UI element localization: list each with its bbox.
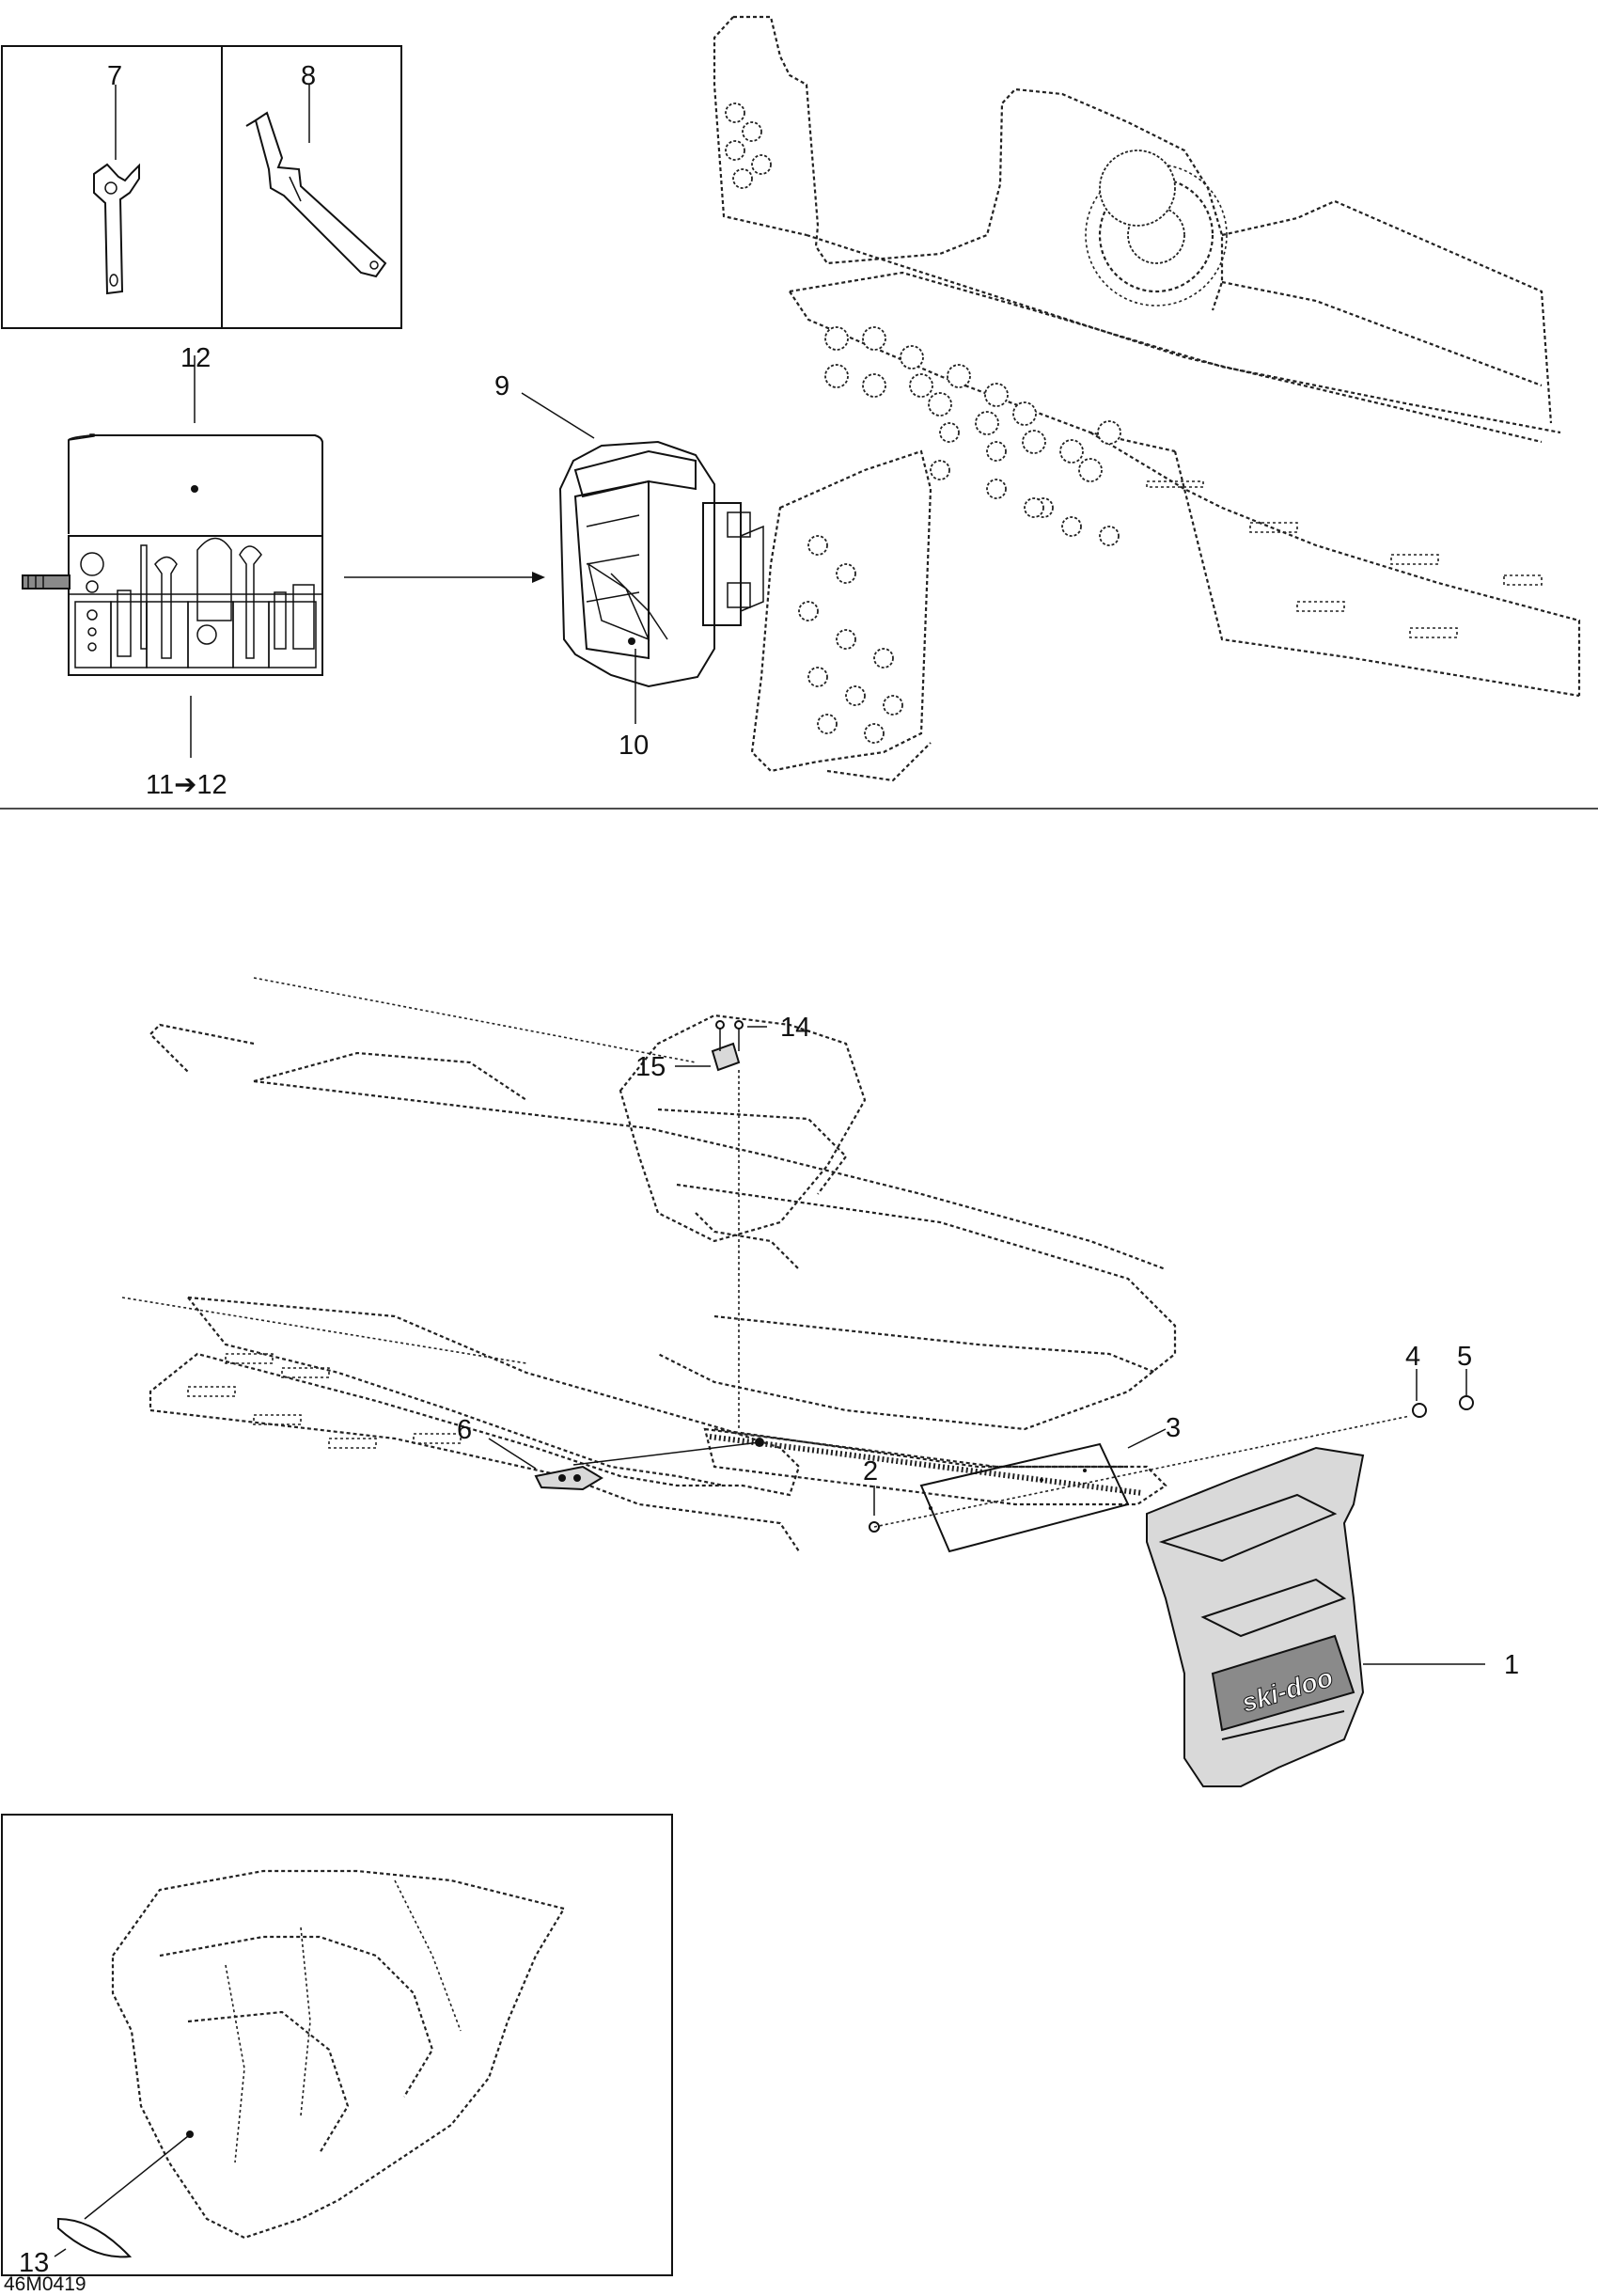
chassis-hole <box>939 422 960 443</box>
chassis-hole <box>975 411 999 435</box>
chassis-hole <box>725 140 745 161</box>
callout-14: 14 <box>780 1013 810 1043</box>
chassis-hole <box>984 383 1009 407</box>
snow-flap-illustration: ski-doo <box>1146 1446 1485 1787</box>
chassis-hole <box>873 648 894 668</box>
chassis-hole <box>824 326 849 351</box>
hood-inset-box <box>1 1814 673 2276</box>
plate-illustration <box>873 1415 1411 1553</box>
callout-1: 1 <box>1504 1650 1519 1680</box>
chassis-hole <box>1012 401 1037 426</box>
chassis-illustration <box>713 15 1581 782</box>
chassis-hole <box>986 479 1007 499</box>
fastener-illustration <box>675 1020 767 1429</box>
callout-8: 8 <box>301 61 316 91</box>
chassis-hole <box>928 392 952 417</box>
chassis-hole <box>947 364 971 388</box>
callout-4: 4 <box>1405 1342 1420 1372</box>
callout-11-12: 11➔12 <box>146 770 227 800</box>
chassis-hole <box>1078 458 1103 482</box>
chassis-hole <box>986 441 1007 462</box>
chassis-hole <box>824 364 849 388</box>
chassis-hole <box>883 695 903 716</box>
chassis-hole <box>862 373 886 398</box>
spanner-wrench-illustration <box>93 85 140 295</box>
callout-15: 15 <box>635 1052 666 1082</box>
tools-inset-box <box>1 45 402 329</box>
chassis-hole <box>836 563 856 584</box>
chassis-hole <box>1022 430 1046 454</box>
chassis-hole <box>864 723 885 744</box>
chassis-hole <box>845 685 866 706</box>
callout-10: 10 <box>619 731 649 761</box>
chassis-hole <box>725 102 745 123</box>
callout-6: 6 <box>457 1415 472 1445</box>
chassis-hole <box>817 714 838 734</box>
callout-13: 13 <box>19 2248 49 2278</box>
chassis-hole <box>1097 420 1121 445</box>
callout-12-top: 12 <box>180 343 211 373</box>
callout-9: 9 <box>494 371 509 401</box>
chassis-hole <box>807 535 828 556</box>
callout-5: 5 <box>1457 1342 1472 1372</box>
chassis-holes <box>725 102 1121 744</box>
chassis-hole <box>909 373 933 398</box>
chassis-hole <box>807 667 828 687</box>
chassis-hole <box>732 168 753 189</box>
tool-kit-illustration <box>22 355 545 758</box>
rear-chassis-illustration <box>121 977 1177 1552</box>
callout-7: 7 <box>107 61 122 91</box>
chassis-hole <box>836 629 856 650</box>
tool-box-illustration <box>521 392 764 724</box>
nut-illustration <box>1412 1369 1474 1418</box>
chassis-hole <box>1061 516 1082 537</box>
chassis-slots <box>1146 480 1543 638</box>
wear-pad-illustration <box>488 1438 760 1491</box>
chassis-hole <box>751 154 772 175</box>
callout-2: 2 <box>863 1456 878 1486</box>
chassis-hole <box>1024 497 1044 518</box>
chassis-hole <box>798 601 819 621</box>
pin-tool-illustration <box>245 85 387 278</box>
chassis-hole <box>742 121 762 142</box>
chassis-hole <box>930 460 950 480</box>
screw-illustration <box>869 1486 880 1533</box>
callout-3: 3 <box>1166 1413 1181 1443</box>
chassis-hole <box>862 326 886 351</box>
chassis-hole <box>1099 526 1120 546</box>
chassis-hole <box>1059 439 1084 464</box>
chassis-hole <box>900 345 924 370</box>
diagram-code: 46M0419 <box>4 2273 86 2295</box>
